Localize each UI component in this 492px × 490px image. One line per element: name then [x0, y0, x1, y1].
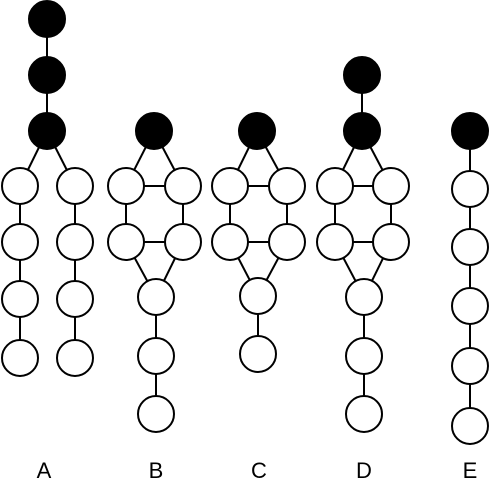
empty-node-b-7	[137, 395, 175, 433]
structure-c	[211, 112, 306, 373]
filled-node-a-0	[28, 0, 66, 38]
structure-label-e: E	[462, 458, 478, 483]
empty-node-d-4	[316, 223, 354, 261]
empty-node-a-8	[56, 223, 94, 261]
empty-node-d-6	[345, 278, 383, 316]
empty-node-e-5	[451, 407, 489, 445]
empty-node-a-5	[1, 280, 39, 318]
empty-node-a-6	[1, 339, 39, 377]
empty-node-b-6	[137, 337, 175, 375]
empty-node-a-9	[56, 280, 94, 318]
structure-label-b: B	[148, 458, 164, 483]
structure-label-a: A	[36, 458, 52, 483]
empty-node-c-4	[268, 223, 306, 261]
structure-d	[316, 56, 410, 433]
empty-node-e-4	[451, 347, 489, 385]
structure-e	[451, 112, 489, 445]
structure-label-c: C	[251, 458, 267, 483]
empty-node-b-5	[137, 278, 175, 316]
empty-node-c-2	[268, 167, 306, 205]
structure-label-d: D	[356, 458, 372, 483]
empty-node-a-4	[1, 223, 39, 261]
filled-node-b-0	[135, 112, 173, 150]
filled-node-a-2	[28, 112, 66, 150]
empty-node-d-7	[345, 337, 383, 375]
empty-node-c-5	[239, 277, 277, 315]
filled-node-d-1	[343, 112, 381, 150]
empty-node-e-2	[451, 228, 489, 266]
empty-node-b-1	[107, 167, 145, 205]
empty-node-c-1	[211, 167, 249, 205]
empty-node-a-7	[56, 167, 94, 205]
empty-node-c-3	[211, 223, 249, 261]
structure-b	[107, 112, 202, 433]
empty-node-e-1	[451, 170, 489, 208]
empty-node-d-2	[316, 167, 354, 205]
empty-node-d-3	[372, 167, 410, 205]
empty-node-d-8	[345, 395, 383, 433]
filled-node-c-0	[238, 112, 276, 150]
empty-node-d-5	[372, 223, 410, 261]
empty-node-a-10	[56, 339, 94, 377]
empty-node-b-4	[164, 223, 202, 261]
empty-node-b-2	[164, 167, 202, 205]
filled-node-d-0	[343, 56, 381, 94]
empty-node-c-6	[239, 335, 277, 373]
empty-node-a-3	[1, 167, 39, 205]
structure-a	[1, 0, 94, 377]
filled-node-a-1	[28, 56, 66, 94]
filled-node-e-0	[451, 112, 489, 150]
empty-node-b-3	[107, 223, 145, 261]
empty-node-e-3	[451, 287, 489, 325]
